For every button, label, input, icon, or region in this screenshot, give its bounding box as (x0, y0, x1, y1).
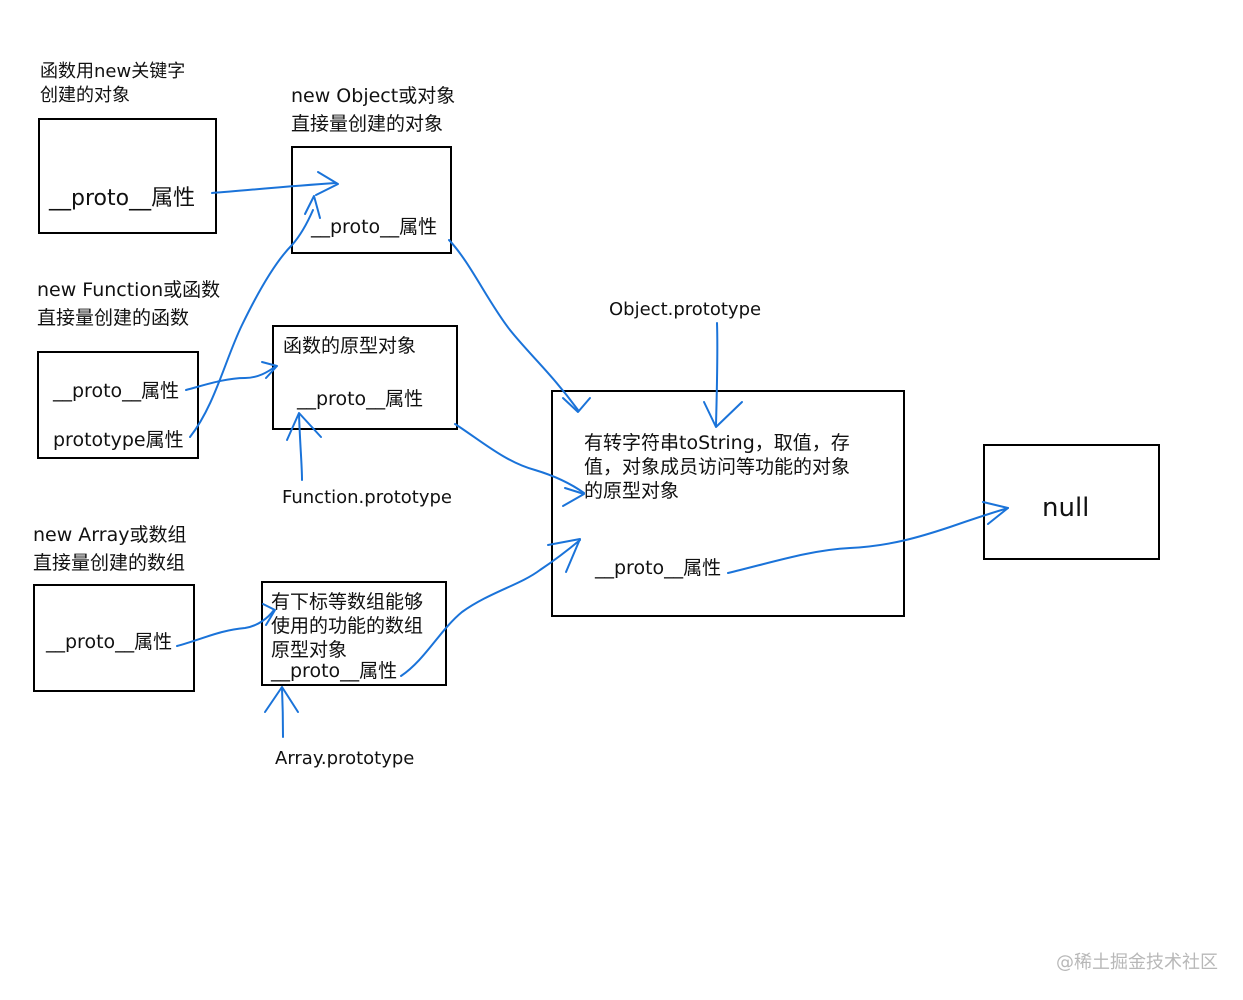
arrow-object-prototype-pointer (703, 322, 743, 428)
object-prototype-proto-label: __proto__属性 (595, 557, 722, 579)
function-literal-proto-label: __proto__属性 (53, 380, 180, 402)
object-prototype-line3: 的原型对象 (584, 480, 680, 502)
function-prototype-box: 函数的原型对象 __proto__属性 (272, 325, 458, 430)
function-prototype-title: 函数的原型对象 (283, 335, 417, 357)
function-literal-caption-line1: new Function或函数 (37, 279, 221, 301)
arrow-function-prototype-pointer (286, 412, 322, 481)
arrow-function-prototype-to-object (189, 195, 321, 438)
function-literal-caption-line2: 直接量创建的函数 (37, 307, 190, 329)
array-literal-box: __proto__属性 (33, 584, 195, 692)
watermark: @稀土掘金技术社区 (1056, 952, 1218, 973)
array-prototype-line2: 使用的功能的数组 (271, 615, 424, 637)
array-prototype-line1: 有下标等数组能够 (271, 591, 424, 613)
arrow-function-prototype-to-object-prototype (454, 423, 585, 507)
null-label: null (1042, 493, 1090, 523)
new-keyword-caption-line2: 创建的对象 (40, 85, 130, 106)
array-literal-caption-line2: 直接量创建的数组 (33, 552, 186, 574)
function-literal-box: __proto__属性 prototype属性 (37, 351, 199, 459)
object-literal-caption-line1: new Object或对象 (291, 85, 456, 107)
object-prototype-line2: 值，对象成员访问等功能的对象 (584, 456, 851, 478)
arrow-function-proto-to-function-prototype (185, 361, 278, 391)
arrow-new-keyword-to-object (211, 171, 339, 196)
new-keyword-caption-line1: 函数用new关键字 (40, 61, 186, 82)
object-literal-box: __proto__属性 (291, 146, 452, 254)
arrow-array-prototype-to-object-prototype (400, 538, 581, 677)
object-literal-proto-label: __proto__属性 (311, 216, 438, 238)
object-prototype-line1: 有转字符串toString，取值，存 (584, 432, 850, 454)
array-prototype-proto-label: __proto__属性 (271, 660, 398, 682)
object-prototype-box: 有转字符串toString，取值，存 值，对象成员访问等功能的对象 的原型对象 … (551, 390, 905, 617)
new-keyword-proto-label: __proto__属性 (49, 186, 196, 211)
array-prototype-box: 有下标等数组能够 使用的功能的数组 原型对象 __proto__属性 (261, 581, 447, 686)
arrow-object-prototype-to-null (727, 501, 1009, 574)
array-literal-proto-label: __proto__属性 (46, 631, 173, 653)
array-prototype-pointer-label: Array.prototype (275, 748, 415, 769)
arrow-array-prototype-pointer (264, 686, 299, 738)
arrow-array-to-array-prototype (176, 603, 276, 647)
new-keyword-object-box: __proto__属性 (38, 118, 217, 234)
arrow-object-to-object-prototype (448, 239, 591, 413)
object-prototype-pointer-label: Object.prototype (609, 299, 762, 320)
function-prototype-proto-label: __proto__属性 (297, 388, 424, 410)
function-literal-prototype-label: prototype属性 (53, 429, 184, 451)
array-prototype-line3: 原型对象 (271, 639, 348, 661)
array-literal-caption-line1: new Array或数组 (33, 524, 187, 546)
function-prototype-pointer-label: Function.prototype (282, 487, 453, 508)
object-literal-caption-line2: 直接量创建的对象 (291, 113, 444, 135)
null-box: null (983, 444, 1160, 560)
